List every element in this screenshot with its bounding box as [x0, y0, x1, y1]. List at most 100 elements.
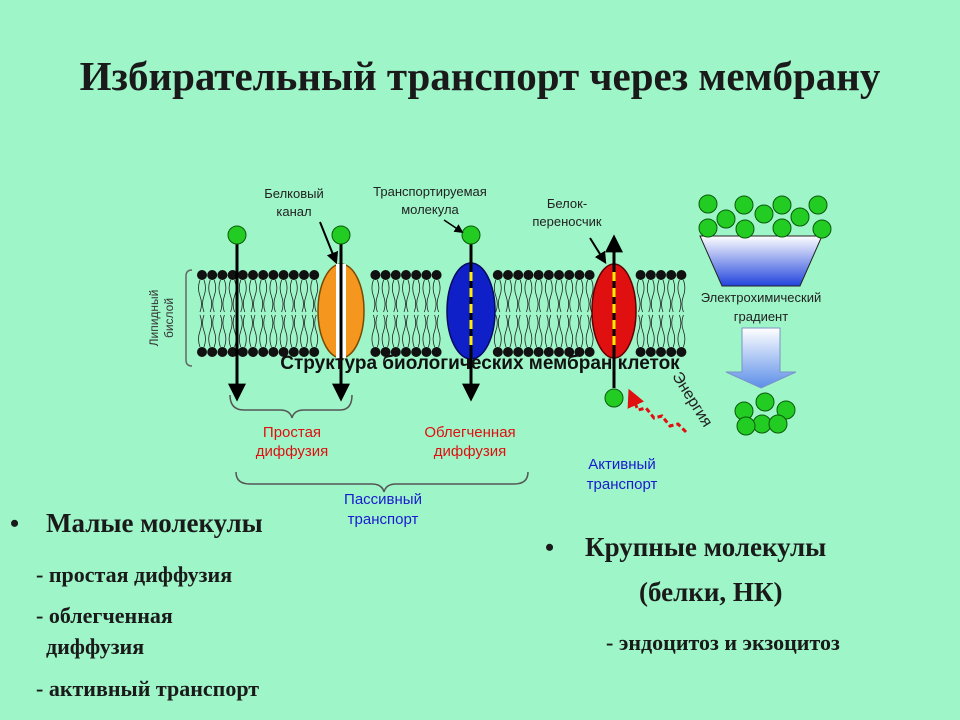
lipid-head — [227, 347, 238, 357]
lipid-tail — [381, 279, 390, 348]
molecule — [772, 218, 792, 238]
lipid-head — [411, 270, 422, 280]
lipid-head — [564, 270, 575, 280]
bullet-large-subtitle: (белки, НК) — [639, 577, 783, 607]
lipid-head — [237, 270, 248, 280]
lipid-tail — [534, 279, 543, 348]
molecule — [461, 225, 481, 245]
lipid-tail — [422, 279, 431, 348]
lipid-head — [299, 347, 309, 357]
lipid-head — [656, 347, 666, 357]
lipid-tail — [391, 279, 400, 348]
lipid-tail — [269, 279, 278, 348]
passive-transport-label-line1: Пассивный — [344, 491, 422, 508]
lipid-head — [421, 347, 432, 357]
simple-diffusion-label-line2: диффузия — [256, 443, 329, 460]
lipid-head — [523, 270, 534, 280]
lipid-tail — [279, 279, 288, 348]
lipid-head — [431, 270, 442, 280]
lipid-head — [543, 347, 554, 357]
lipid-tail — [259, 279, 268, 348]
lipid-head — [227, 270, 238, 280]
lipid-tail — [249, 279, 257, 348]
protein-channel-label-line1: Белковый — [264, 186, 324, 201]
molecule — [716, 209, 736, 229]
lipid-tail — [208, 279, 217, 348]
lipid-head — [421, 270, 432, 280]
bullet-large-title: Крупные молекулы — [585, 532, 827, 562]
gradient-label-line1: Электрохимический — [701, 290, 822, 305]
overlay-membrane-title: Структура биологических мембран клеток — [280, 353, 680, 374]
lipid-head — [554, 270, 564, 280]
molecule — [768, 414, 788, 434]
lipid-head — [217, 347, 228, 357]
lipid-tail — [657, 279, 665, 348]
lipid-tail — [565, 279, 574, 348]
bullet-endocytosis: - эндоцитоз и экзоцитоз — [606, 630, 840, 655]
bullet-facilitated-diffusion-1: - облегченная — [36, 603, 173, 628]
transported-molecule-pointer — [443, 219, 464, 233]
lipid-head — [278, 347, 289, 357]
lipid-head — [503, 270, 513, 280]
molecule — [772, 195, 792, 215]
bullet-small-title: Малые молекулы — [46, 508, 263, 538]
lipid-tail — [544, 279, 553, 348]
gradient-label-line2: градиент — [734, 309, 788, 324]
lipid-tail — [504, 279, 512, 348]
lipid-head — [635, 347, 646, 357]
lipid-tail — [402, 279, 410, 348]
lipid-head — [258, 347, 269, 357]
lipid-tail — [524, 279, 533, 348]
lipid-tail — [310, 279, 319, 348]
lipid-head — [666, 270, 677, 280]
lipid-head — [411, 347, 422, 357]
energy-zigzag-arrow — [627, 388, 688, 434]
lipid-head — [645, 347, 656, 357]
lipid-head — [533, 270, 544, 280]
lipid-tail — [585, 279, 594, 348]
molecule — [698, 218, 718, 238]
lipid-head — [584, 347, 595, 357]
slide-title: Избирательный транспорт через мембрану — [79, 53, 881, 99]
molecule — [331, 225, 351, 245]
bullet-facilitated-diffusion-2: диффузия — [46, 634, 145, 659]
lipid-head — [390, 347, 401, 357]
gradient-low-molecules — [734, 392, 796, 436]
molecule — [698, 194, 718, 214]
lipid-head — [309, 347, 320, 357]
lipid-head — [390, 270, 401, 280]
carrier-label-line1: Белок- — [547, 196, 587, 211]
lipid-head — [380, 270, 391, 280]
molecule — [755, 392, 775, 412]
passive-transport-label-line2: транспорт — [348, 511, 419, 528]
lipid-head — [666, 347, 677, 357]
lipid-head — [370, 347, 381, 357]
lipid-tail — [371, 279, 380, 348]
bullet-dot: • — [10, 509, 20, 538]
molecule — [227, 225, 247, 245]
lipid-head — [207, 270, 218, 280]
lipid-head — [574, 270, 585, 280]
lipid-head — [197, 347, 207, 357]
lipid-head — [248, 270, 258, 280]
lipid-head — [543, 270, 554, 280]
lipid-tail — [198, 279, 206, 348]
lipid-head — [645, 270, 656, 280]
lipid-head — [197, 270, 207, 280]
protein-channel-label-line2: канал — [276, 204, 311, 219]
lipid-bilayer — [197, 270, 687, 357]
lipid-head — [533, 347, 544, 357]
active-transport-label-line1: Активный — [588, 456, 655, 473]
lipid-head — [584, 270, 595, 280]
molecule — [754, 204, 774, 224]
lipid-head — [554, 347, 564, 357]
lipid-head — [401, 270, 411, 280]
molecule — [812, 219, 832, 239]
lipid-tail — [514, 279, 523, 348]
energy-label: Энергия — [668, 369, 715, 430]
lipid-head — [503, 347, 513, 357]
lipid-head — [248, 347, 258, 357]
lipid-head — [207, 347, 218, 357]
molecule — [735, 219, 755, 239]
